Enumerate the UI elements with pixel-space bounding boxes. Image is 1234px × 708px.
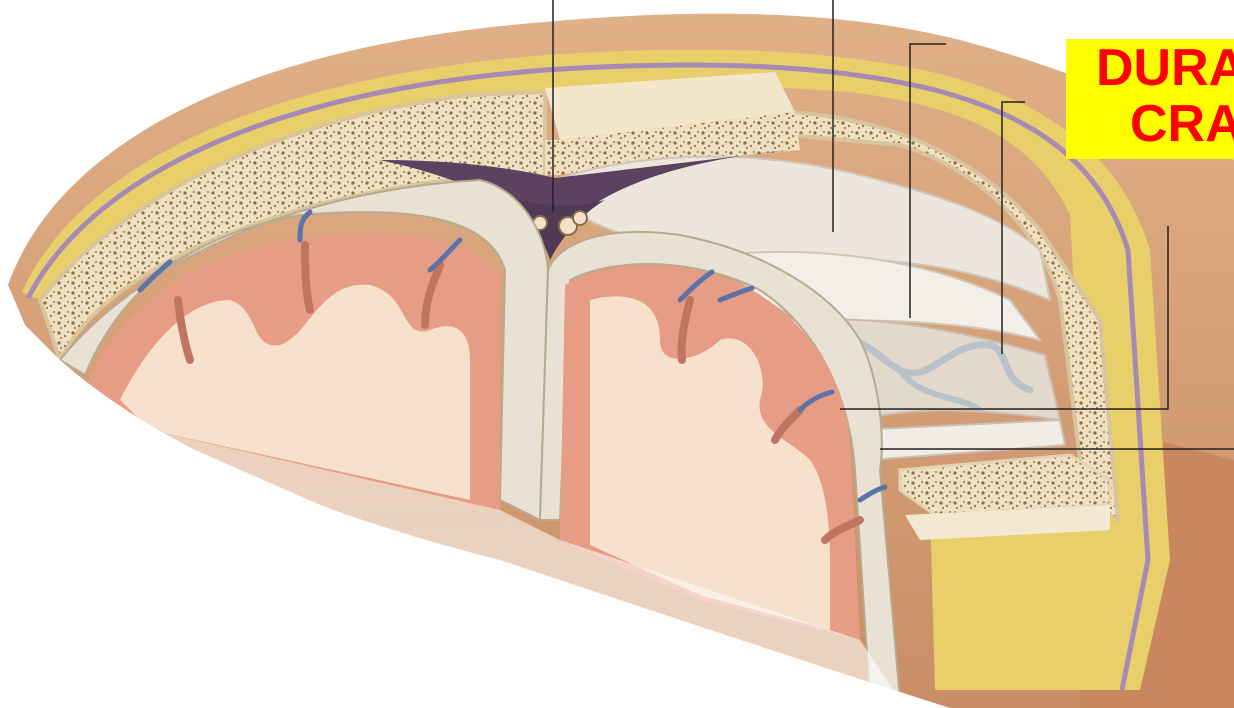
title-line-2: CRA: [1130, 98, 1234, 150]
title-highlight-box: DURA CRA: [1066, 39, 1234, 159]
title-line-1: DURA: [1096, 42, 1234, 94]
